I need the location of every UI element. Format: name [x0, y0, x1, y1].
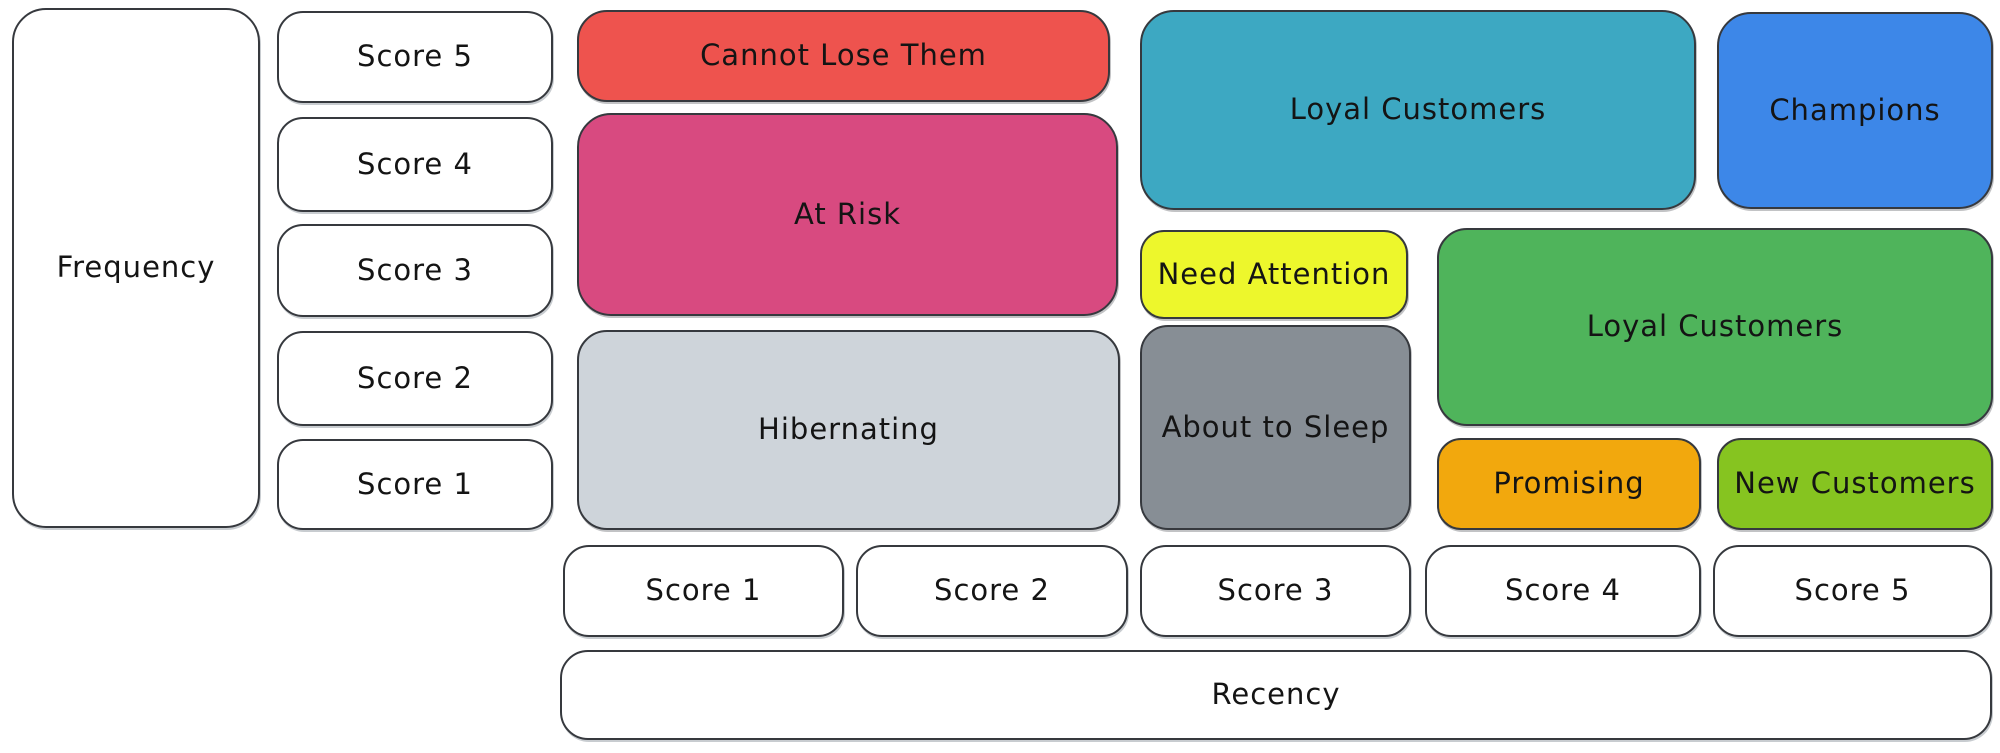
segment-label: At Risk [793, 196, 902, 231]
segment-new-customers: New Customers [1717, 438, 1993, 530]
segment-need-attention: Need Attention [1140, 230, 1408, 319]
segment-label: Promising [1493, 466, 1645, 501]
recency-score-box-3: Score 3 [1140, 545, 1411, 637]
recency-axis: Recency [560, 650, 1992, 740]
segment-label: Need Attention [1157, 256, 1391, 291]
frequency-score-box-5: Score 5 [277, 11, 553, 103]
frequency-score-label: Score 5 [357, 39, 473, 74]
frequency-axis-label: Frequency [56, 250, 216, 285]
segment-loyal-customers-upper: Loyal Customers [1140, 10, 1696, 210]
segment-loyal-customers-lower: Loyal Customers [1437, 228, 1993, 426]
recency-score-box-4: Score 4 [1425, 545, 1701, 637]
segment-hibernating: Hibernating [577, 330, 1120, 530]
segment-cannot-lose-them: Cannot Lose Them [577, 10, 1110, 102]
segment-label: About to Sleep [1161, 409, 1390, 444]
recency-score-box-5: Score 5 [1713, 545, 1992, 637]
recency-score-label: Score 1 [645, 573, 762, 608]
segment-label: Hibernating [758, 412, 939, 447]
recency-score-label: Score 2 [934, 573, 1050, 608]
segment-label: Cannot Lose Them [700, 38, 987, 73]
recency-score-label: Score 5 [1794, 573, 1911, 608]
frequency-score-label: Score 2 [357, 360, 473, 395]
recency-axis-label: Recency [1211, 677, 1341, 712]
segment-label: Loyal Customers [1289, 92, 1547, 127]
frequency-score-box-3: Score 3 [277, 224, 553, 317]
segment-promising: Promising [1437, 438, 1701, 530]
frequency-score-box-2: Score 2 [277, 331, 553, 426]
segment-label: Champions [1769, 92, 1941, 127]
segment-champions: Champions [1717, 12, 1993, 209]
frequency-score-box-1: Score 1 [277, 439, 553, 530]
recency-score-box-1: Score 1 [563, 545, 844, 637]
frequency-score-label: Score 1 [357, 466, 473, 501]
recency-score-label: Score 4 [1505, 573, 1621, 608]
segment-label: New Customers [1734, 466, 1976, 501]
frequency-score-label: Score 3 [357, 252, 473, 287]
segment-about-to-sleep: About to Sleep [1140, 325, 1411, 530]
recency-score-box-2: Score 2 [856, 545, 1128, 637]
frequency-score-box-4: Score 4 [277, 117, 553, 212]
segment-label: Loyal Customers [1586, 309, 1844, 344]
segment-at-risk: At Risk [577, 113, 1118, 316]
frequency-axis: Frequency [12, 8, 260, 528]
recency-score-label: Score 3 [1217, 573, 1334, 608]
frequency-score-label: Score 4 [357, 146, 473, 181]
